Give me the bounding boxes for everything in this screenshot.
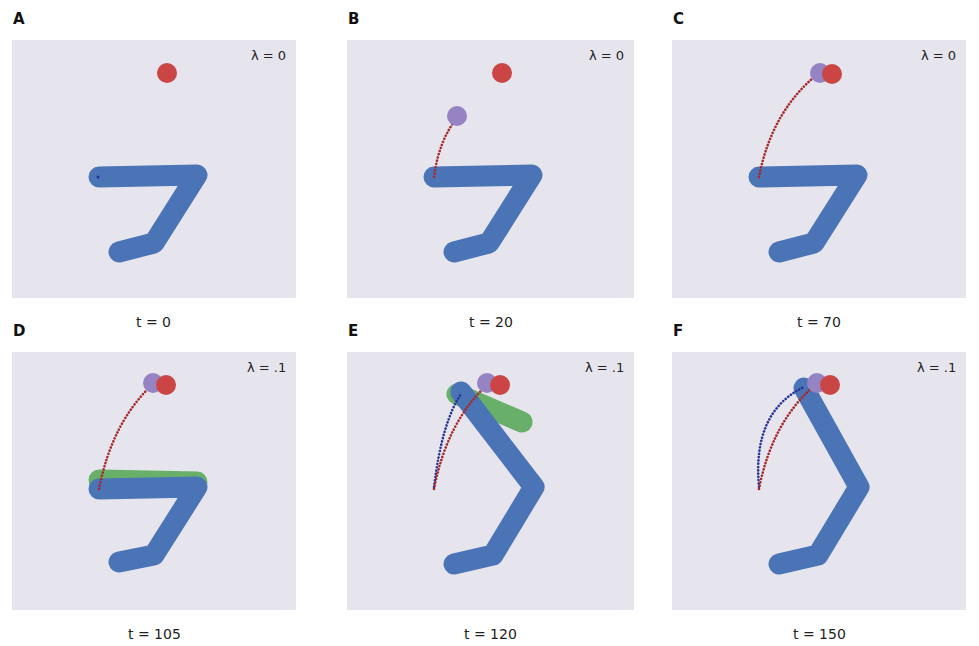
- lambda-label: λ = 0: [589, 48, 624, 63]
- time-label: t = 105: [128, 626, 181, 642]
- panel-letter: A: [13, 10, 25, 28]
- time-label: t = 70: [797, 314, 841, 330]
- panel-letter: D: [13, 322, 25, 340]
- lambda-label: λ = 0: [921, 48, 956, 63]
- time-label: t = 150: [793, 626, 846, 642]
- time-label: t = 20: [469, 314, 513, 330]
- time-label: t = 120: [464, 626, 517, 642]
- lambda-label: λ = .1: [917, 360, 956, 375]
- lambda-label: λ = .1: [247, 360, 286, 375]
- panel-letter: F: [673, 322, 683, 340]
- panel-letter: C: [673, 10, 684, 28]
- panel-letter: B: [348, 10, 359, 28]
- lambda-label: λ = .1: [585, 360, 624, 375]
- time-label: t = 0: [136, 314, 171, 330]
- lambda-label: λ = 0: [251, 48, 286, 63]
- panel-letter: E: [348, 322, 358, 340]
